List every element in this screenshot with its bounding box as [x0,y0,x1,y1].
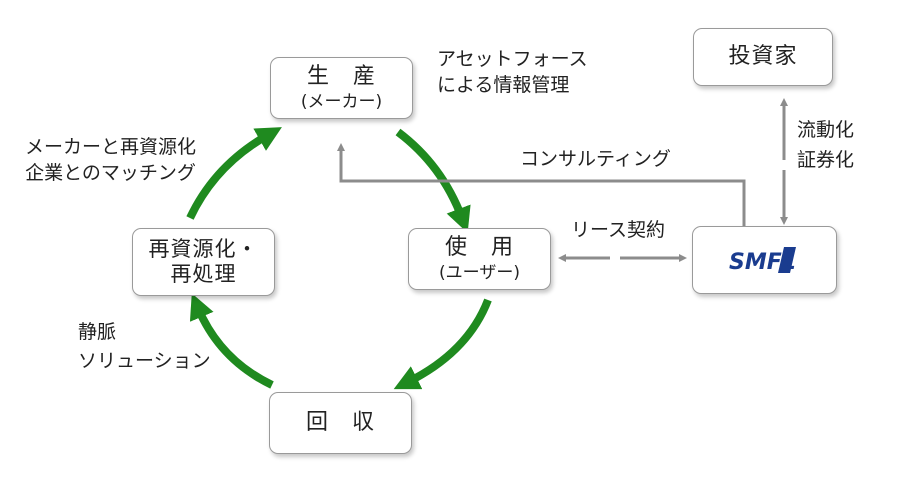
label-asset-force: アセットフォース による情報管理 [437,47,588,98]
arrow-production-to-use [395,128,471,233]
label-asset-force-line1: アセットフォース [437,48,588,70]
arrow-recycling-to-production [186,127,282,220]
node-production-sub: (メーカー) [300,92,383,112]
node-recycling-line1: 再資源化・ [148,236,259,261]
node-use-sub: (ユーザー) [439,263,520,283]
label-matching: メーカーと再資源化 企業とのマッチング [25,135,196,186]
node-collection: 回 収 [269,392,412,454]
arrow-use-to-collection [393,298,492,390]
label-liquidation-line1: 流動化 [797,119,855,141]
node-investor: 投資家 [693,28,833,86]
node-investor-title: 投資家 [728,43,798,69]
label-lease: リース契約 [571,219,666,241]
node-production: 生 産 (メーカー) [270,57,413,119]
label-matching-line1: メーカーと再資源化 [25,136,197,158]
node-smfl: SMFL [692,226,837,294]
node-use-title: 使 用 [444,234,514,260]
smfl-logo-text: SMFL [729,250,796,275]
smfl-logo: SMFL [729,247,796,275]
node-use: 使 用 (ユーザー) [408,228,551,290]
label-venous: 静脈 ソリューション [78,318,211,375]
label-liquidation: 流動化 証券化 [797,115,854,176]
label-asset-force-line2: による情報管理 [437,73,570,96]
node-recycling-line2: 再処理 [170,262,237,286]
arrow-consulting [337,143,746,226]
arrow-collection-to-recycling [189,293,274,389]
node-recycling: 再資源化・ 再処理 [132,228,275,296]
label-consulting: コンサルティング [520,148,671,170]
node-production-title: 生 産 [306,63,376,89]
label-liquidation-line2: 証券化 [797,149,855,172]
label-venous-line1: 静脈 [78,321,117,343]
label-matching-line2: 企業とのマッチング [25,161,196,184]
node-collection-title: 回 収 [305,409,375,435]
label-venous-line2: ソリューション [78,349,211,372]
